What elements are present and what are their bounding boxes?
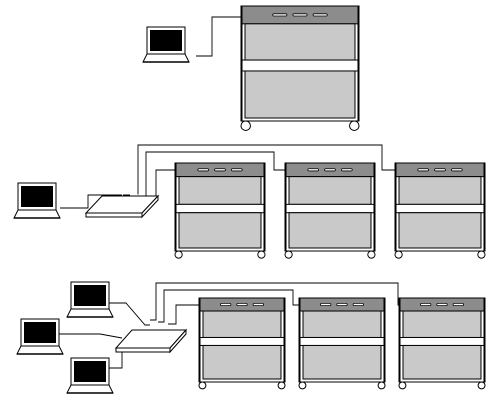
cabinet-lower-body xyxy=(402,344,482,380)
scenario-three-laptops-switch-three-cabinets xyxy=(16,281,486,394)
cabinet-indicator-slot xyxy=(340,168,353,172)
cabinet-indicator-slot xyxy=(336,303,348,307)
equipment-cabinet xyxy=(284,162,376,259)
network-cable-halo xyxy=(196,15,244,58)
laptop-display xyxy=(21,186,53,207)
cabinet-indicator-slot xyxy=(230,168,243,172)
cabinet-indicator-slot xyxy=(434,168,446,172)
cabinet-middle-band xyxy=(298,336,386,346)
network-cable xyxy=(168,304,200,325)
scenario-single-laptop-single-cabinet xyxy=(142,5,360,131)
laptop-icon xyxy=(16,318,64,355)
switch-side xyxy=(169,328,187,354)
cabinet-indicator-slot xyxy=(307,168,319,172)
wheel-icon xyxy=(174,250,183,259)
laptop-icon xyxy=(13,182,61,219)
equipment-cabinet xyxy=(198,297,286,390)
cabinet-indicator-slot xyxy=(252,303,264,307)
laptop-display xyxy=(24,322,56,343)
cabinet-indicator-slot xyxy=(324,168,336,172)
wheel-icon xyxy=(257,250,266,259)
cabinet-upper-body xyxy=(244,23,356,61)
laptop-keyboard xyxy=(16,345,64,355)
cabinet-middle-band xyxy=(284,203,376,214)
wheel-icon xyxy=(349,120,360,131)
network-cable xyxy=(60,194,122,209)
wheel-icon xyxy=(394,250,403,259)
cabinet-indicator-slot xyxy=(450,168,463,172)
cabinet-indicator-slot xyxy=(320,303,332,307)
equipment-cabinet xyxy=(240,5,360,131)
cabinet-upper-body xyxy=(398,176,482,205)
network-cable-halo xyxy=(168,303,200,326)
cabinet-lower-body xyxy=(178,212,262,249)
switch-side xyxy=(141,194,159,219)
cabinet-lower-body xyxy=(398,212,482,249)
cabinet-upper-body xyxy=(302,310,382,338)
network-switch-icon xyxy=(114,328,188,354)
network-cable xyxy=(196,16,244,57)
equipment-cabinet xyxy=(298,297,386,390)
laptop-keyboard xyxy=(66,384,114,394)
cabinet-lower-body xyxy=(202,344,282,380)
wheel-icon xyxy=(284,250,293,259)
network-cable xyxy=(58,333,123,339)
cabinet-middle-band xyxy=(240,59,360,72)
wheel-icon xyxy=(398,381,407,390)
wheel-icon xyxy=(198,381,207,390)
cabinet-indicator-slot xyxy=(236,303,248,307)
laptop-display xyxy=(74,285,106,306)
cabinet-lower-body xyxy=(302,344,382,380)
cabinet-middle-band xyxy=(394,203,486,214)
equipment-cabinet xyxy=(394,162,486,259)
wheel-icon xyxy=(477,250,486,259)
laptop-keyboard xyxy=(66,308,114,318)
cabinet-indicator-slot xyxy=(272,13,288,17)
cabinet-upper-body xyxy=(202,310,282,338)
laptop-icon xyxy=(66,357,114,394)
laptop-keyboard xyxy=(142,53,190,63)
wheel-icon xyxy=(377,381,386,390)
laptop-icon xyxy=(66,281,114,318)
cabinet-indicator-slot xyxy=(452,303,464,307)
switch-front xyxy=(85,212,143,218)
cabinet-indicator-slot xyxy=(197,168,210,172)
equipment-cabinet xyxy=(398,297,486,390)
cabinet-indicator-slot xyxy=(220,303,232,307)
equipment-cabinet xyxy=(174,162,266,259)
network-cable xyxy=(158,289,302,323)
cabinet-upper-body xyxy=(288,176,372,205)
cabinet-middle-band xyxy=(174,203,266,214)
cabinet-upper-body xyxy=(178,176,262,205)
wheel-icon xyxy=(367,250,376,259)
network-switch-icon xyxy=(84,194,160,219)
scenario-one-laptop-switch-three-cabinets xyxy=(13,143,486,259)
cabinet-lower-body xyxy=(288,212,372,249)
laptop-display xyxy=(150,30,182,51)
cabinet-middle-band xyxy=(198,336,286,346)
cabinet-indicator-slot xyxy=(417,168,429,172)
cabinet-indicator-slot xyxy=(420,303,432,307)
laptop-keyboard xyxy=(13,209,61,219)
switch-front xyxy=(115,347,171,353)
wheel-icon xyxy=(298,381,307,390)
network-cable xyxy=(108,302,150,326)
laptop-display xyxy=(74,361,106,382)
cabinet-indicator-slot xyxy=(352,303,364,307)
cabinet-indicator-slot xyxy=(312,13,328,17)
cabinet-indicator-slot xyxy=(292,13,308,17)
cabinet-indicator-slot xyxy=(214,168,226,172)
cabinet-middle-band xyxy=(398,336,486,346)
wheel-icon xyxy=(477,381,486,390)
cabinet-upper-body xyxy=(402,310,482,338)
wheel-icon xyxy=(240,120,251,131)
laptop-icon xyxy=(142,26,190,63)
cabinet-indicator-slot xyxy=(436,303,448,307)
cabinet-lower-body xyxy=(244,70,356,119)
wheel-icon xyxy=(277,381,286,390)
